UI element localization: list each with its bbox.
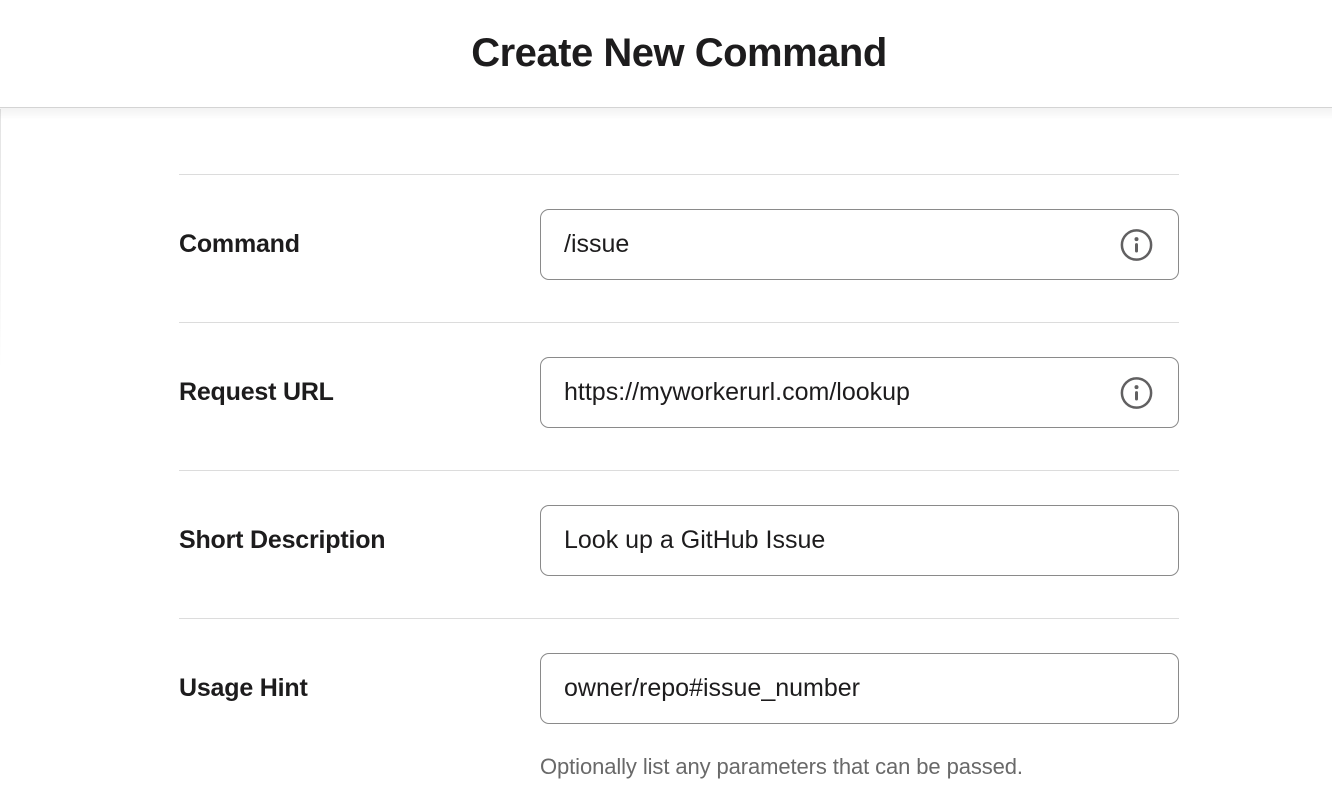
window-left-edge — [0, 109, 1, 369]
form-row-request-url: Request URL — [179, 322, 1179, 470]
info-icon[interactable] — [1120, 228, 1153, 261]
page-header: Create New Command — [0, 0, 1332, 120]
request-url-input[interactable] — [540, 357, 1179, 428]
usage-hint-helper-text: Optionally list any parameters that can … — [540, 754, 1023, 779]
field-label-usage-hint: Usage Hint — [179, 674, 308, 702]
field-label-command: Command — [179, 230, 300, 258]
short-description-input[interactable] — [540, 505, 1179, 576]
usage-hint-input[interactable] — [540, 653, 1179, 724]
info-icon[interactable] — [1120, 376, 1153, 409]
field-label-short-description: Short Description — [179, 526, 386, 554]
form-row-command: Command — [179, 174, 1179, 322]
field-label-request-url: Request URL — [179, 378, 334, 406]
command-form: Command Request URL — [179, 174, 1179, 810]
form-row-usage-hint: Usage Hint Optionally list any parameter… — [179, 618, 1179, 810]
command-input[interactable] — [540, 209, 1179, 280]
form-row-short-description: Short Description — [179, 470, 1179, 618]
page-title: Create New Command — [471, 31, 887, 75]
